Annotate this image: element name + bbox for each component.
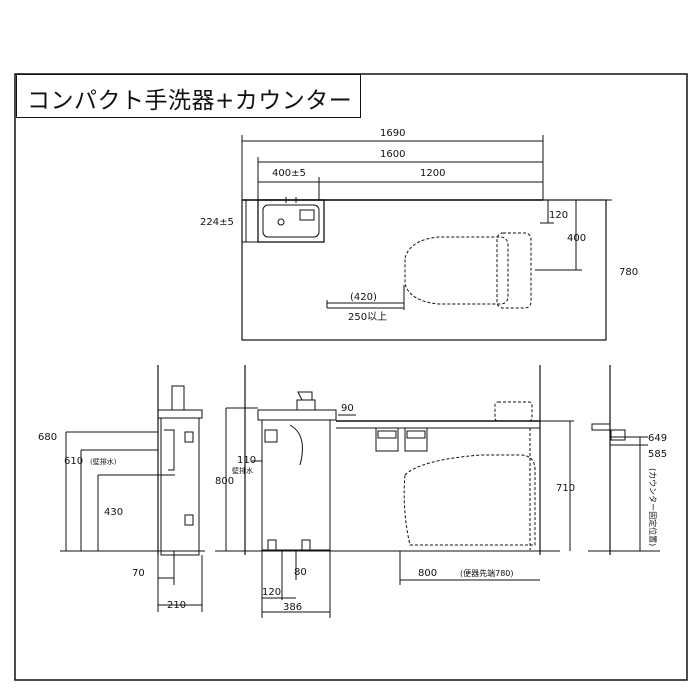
front-drain-trap <box>289 424 303 466</box>
front-foot-right <box>301 539 311 551</box>
label-800-vertical: 800 <box>215 476 234 487</box>
label-800-elev-note: (便器先端780) <box>460 568 514 578</box>
side-faucet <box>171 385 185 411</box>
label-710: 710 <box>556 483 575 494</box>
label-80: 80 <box>294 567 307 578</box>
basin-drain <box>277 218 285 226</box>
label-420: (420) <box>350 292 377 303</box>
side-cabinet <box>160 417 200 556</box>
label-70: 70 <box>132 568 145 579</box>
basin-inner <box>262 204 320 238</box>
side-view <box>60 365 205 612</box>
right-view <box>588 365 660 555</box>
label-780: 780 <box>619 267 638 278</box>
right-view-labels: 649 585 (カウンター固定位置) <box>648 433 667 546</box>
label-400pm5: 400±5 <box>272 168 306 179</box>
elevation-labels: 710 800 (便器先端780) <box>418 483 575 579</box>
label-counter-fix-note: (カウンター固定位置) <box>648 468 658 546</box>
toilet-tank-elev <box>494 401 533 422</box>
label-1200: 1200 <box>420 168 445 179</box>
toilet-tank-plan <box>496 232 532 309</box>
side-valve-a <box>184 431 194 443</box>
elevation-view <box>336 365 574 585</box>
side-plumbing <box>164 429 175 471</box>
right-bracket <box>610 429 626 441</box>
label-224pm5: 224±5 <box>200 217 234 228</box>
front-counter <box>257 409 337 421</box>
paper-holder-left <box>375 427 399 452</box>
label-1600: 1600 <box>380 149 405 160</box>
side-valve-b <box>184 514 194 526</box>
label-400: 400 <box>567 233 586 244</box>
front-view <box>215 365 560 618</box>
label-120: 120 <box>549 210 568 221</box>
paper-holder-left-top <box>377 430 397 439</box>
basin-outer <box>257 199 325 243</box>
toilet-bowl-elev <box>403 454 536 546</box>
label-649: 649 <box>648 433 667 444</box>
toilet-bowl-plan <box>404 236 509 305</box>
paper-holder-right <box>404 427 428 452</box>
front-valve <box>264 429 278 443</box>
label-610: 610 <box>64 456 83 467</box>
label-430: 430 <box>104 507 123 518</box>
label-110-note: 壁排水 <box>232 466 253 475</box>
front-faucet-base <box>296 399 316 411</box>
label-610-note: (壁排水) <box>90 457 117 466</box>
label-800-elev: 800 <box>418 568 437 579</box>
label-250: 250以上 <box>348 311 387 323</box>
side-view-labels: 680 610 (壁排水) 430 70 210 <box>38 432 186 611</box>
plan-view-labels: 1690 1600 400±5 1200 224±5 120 400 780 (… <box>200 128 638 323</box>
basin-faucet <box>299 209 315 221</box>
page-title: コンパクト手洗器+カウンター <box>27 88 353 114</box>
label-110: 110 <box>237 455 256 466</box>
paper-holder-right-top <box>406 430 426 439</box>
plan-view <box>241 135 612 341</box>
title-box: コンパクト手洗器+カウンター <box>16 74 361 118</box>
front-faucet <box>297 391 313 401</box>
label-386: 386 <box>283 602 302 613</box>
front-foot-left <box>267 539 277 551</box>
label-210: 210 <box>167 600 186 611</box>
front-cabinet <box>261 419 331 551</box>
right-counter-end <box>591 423 611 431</box>
outer-frame <box>14 73 688 681</box>
label-90: 90 <box>341 403 354 414</box>
label-1690: 1690 <box>380 128 405 139</box>
label-120-front: 120 <box>262 587 281 598</box>
label-680: 680 <box>38 432 57 443</box>
label-585: 585 <box>648 449 667 460</box>
side-counter <box>157 409 203 419</box>
front-view-labels: 800 110 壁排水 90 80 120 386 <box>215 403 354 613</box>
